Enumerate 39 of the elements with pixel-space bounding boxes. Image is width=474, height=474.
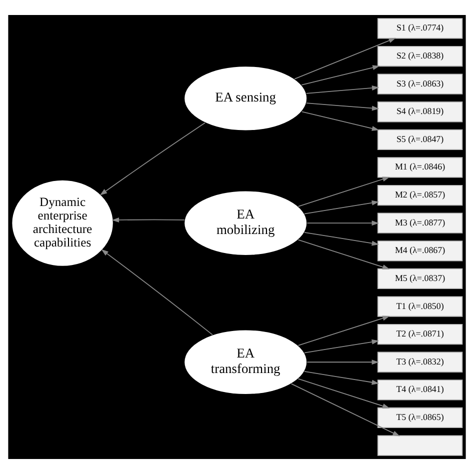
node-box: S2 (λ=.0838) <box>377 46 463 67</box>
node-ellipse: Dynamic enterprise architecture capabilities <box>11 179 114 267</box>
arrow <box>304 339 380 354</box>
node-box: T4 (λ=.0841) <box>377 380 463 400</box>
node-box: S3 (λ=.0863) <box>377 74 463 94</box>
arrow <box>112 217 185 222</box>
arrow <box>306 102 380 111</box>
arrow <box>101 249 213 336</box>
node-box: M1 (λ=.0846) <box>377 157 463 178</box>
arrow <box>294 38 396 80</box>
node-box: M5 (λ=.0837) <box>377 268 463 290</box>
arrow <box>301 65 380 86</box>
arrow <box>290 383 400 436</box>
node-box: M4 (λ=.0867) <box>377 240 463 262</box>
arrow <box>298 176 390 207</box>
arrow <box>306 85 380 94</box>
node-ellipse: EA sensing <box>184 66 308 132</box>
node-ellipse: EA mobilizing <box>184 190 308 256</box>
node-box: T2 (λ=.0871) <box>377 324 463 345</box>
node-box: S5 (λ=.0847) <box>377 129 463 150</box>
node-box: M3 (λ=.0877) <box>377 212 463 234</box>
arrow <box>298 378 390 408</box>
arrow <box>301 111 380 131</box>
arrow <box>298 239 390 270</box>
arrow <box>100 122 206 196</box>
node-box <box>377 435 463 456</box>
node-box: S1 (λ=.0774) <box>377 18 463 39</box>
node-box: T3 (λ=.0832) <box>377 352 463 372</box>
arrow <box>306 220 379 226</box>
node-box: M2 (λ=.0857) <box>377 184 463 206</box>
node-box: T5 (λ=.0865) <box>377 407 463 428</box>
arrow <box>304 371 380 385</box>
node-box: T1 (λ=.0850) <box>377 296 463 317</box>
node-box: S4 (λ=.0819) <box>377 102 463 122</box>
node-ellipse: EA transforming <box>184 329 308 395</box>
arrow <box>306 360 379 365</box>
arrow <box>298 316 390 346</box>
arrow <box>304 232 380 246</box>
arrow <box>304 200 380 214</box>
